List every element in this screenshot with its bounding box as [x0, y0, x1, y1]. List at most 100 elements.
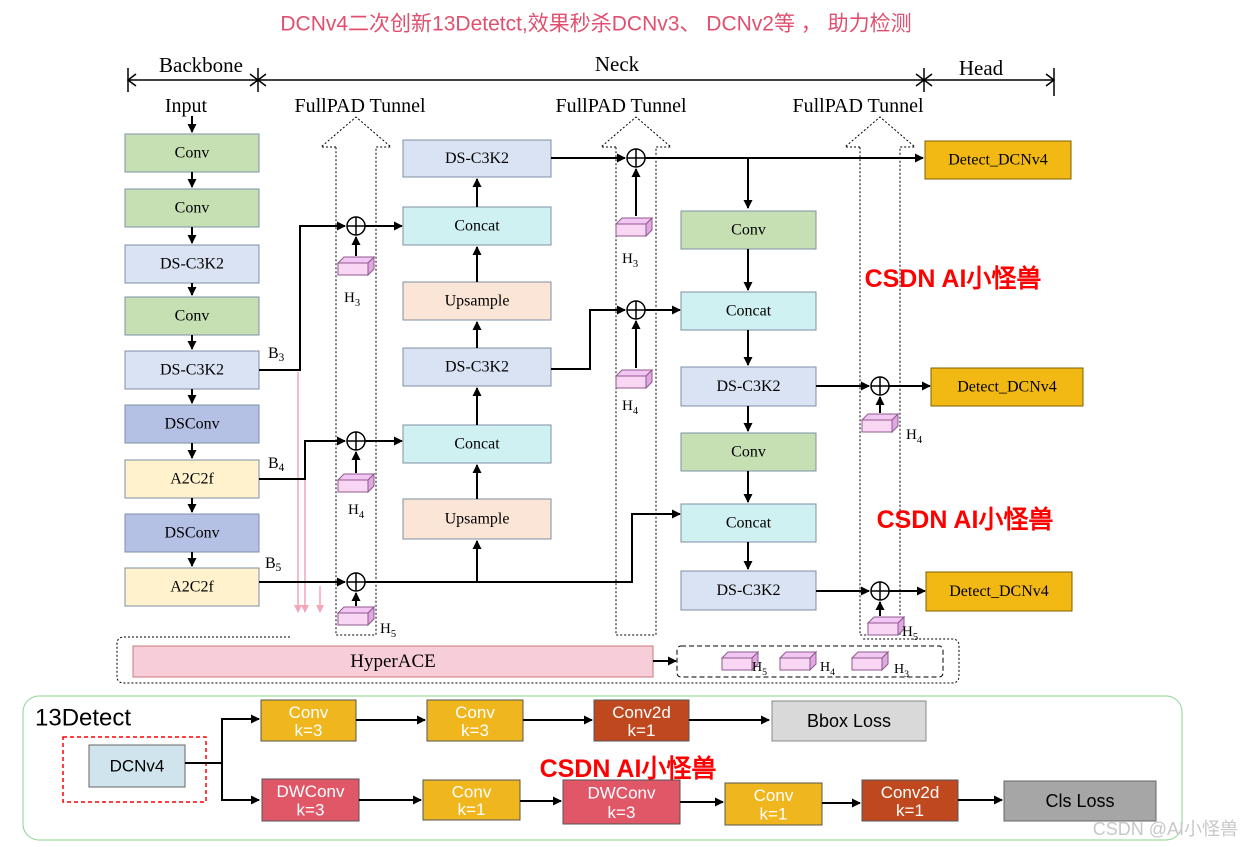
bbox-branch-block-2-param: k=3 — [461, 721, 489, 740]
backbone-conv-2-label: Conv — [175, 200, 210, 217]
backbone-a2c2f-9-rect — [124, 567, 260, 607]
detect-dcnv4-head-1-label: Detect_DCNv4 — [948, 152, 1048, 169]
h5-label-1: H5 — [380, 621, 396, 640]
h-feature-block — [860, 412, 900, 434]
detect-dcnv4-head-3-label: Detect_DCNv4 — [949, 583, 1049, 600]
h4-label-4: H4 — [820, 660, 835, 678]
backbone-a2c2f-7-label: A2C2f — [170, 471, 214, 488]
add-node — [346, 431, 366, 451]
section-neck-label: Neck — [595, 52, 640, 76]
hyperace-block-label: HyperACE — [350, 651, 435, 672]
neck-down-dsc3k2-3: DS-C3K2 — [680, 366, 817, 407]
watermark-1: CSDN AI小怪兽 — [865, 264, 1042, 293]
backbone-a2c2f-9-label: A2C2f — [170, 579, 214, 596]
neck-up-dsc3k2-4: DS-C3K2 — [402, 347, 552, 387]
detect-dcnv4-head-3: Detect_DCNv4 — [925, 571, 1073, 612]
bbox-branch-block-1-rect — [260, 699, 357, 742]
cls-branch-block-3-label: DWConv — [587, 784, 656, 803]
cls-branch-block-4-param: k=1 — [760, 805, 788, 824]
connector-arrow — [551, 305, 626, 370]
neck-up-concat-5-rect — [402, 424, 552, 464]
neck-down-concat-2: Concat — [680, 291, 817, 331]
bbox-loss-block-label: Bbox Loss — [807, 711, 891, 731]
backbone-conv-1: Conv — [124, 133, 260, 173]
detect-detail-title: 13Detect — [35, 705, 131, 732]
fullpad-tunnel — [843, 116, 917, 636]
h3-label-1: H3 — [344, 290, 360, 309]
cls-branch-block-3-param: k=3 — [608, 803, 636, 822]
add-node — [346, 216, 366, 236]
add-node — [870, 581, 890, 601]
detect-detail-panel — [22, 695, 1183, 841]
cls-branch-block-3-rect — [562, 779, 681, 825]
add-node — [870, 376, 890, 396]
input-label: Input — [165, 95, 208, 117]
backbone-conv-2: Conv — [124, 188, 260, 228]
neck-up-concat-2-label: Concat — [454, 218, 500, 235]
neck-down-concat-5-rect — [680, 503, 817, 543]
backbone-conv-4-label: Conv — [175, 308, 210, 325]
backbone-a2c2f-7-rect — [124, 459, 260, 499]
backbone-dsc3k2-3: DS-C3K2 — [124, 244, 260, 284]
section-backbone-label: Backbone — [159, 53, 243, 77]
backbone-dsconv-8-label: DSConv — [164, 525, 219, 542]
connector-arrow — [221, 763, 260, 805]
neck-up-concat-2: Concat — [402, 206, 552, 246]
b5-label: B5 — [265, 555, 282, 575]
backbone-dsconv-8-rect — [124, 513, 260, 553]
tunnel-label: FullPAD Tunnel — [793, 95, 924, 117]
watermark-2: CSDN AI小怪兽 — [877, 505, 1054, 534]
cls-branch-block-5-rect — [861, 779, 959, 822]
h-feature-block — [778, 650, 818, 672]
bbox-loss-block-rect — [771, 700, 927, 742]
fullpad-tunnel — [319, 116, 393, 636]
cls-branch-block-1-rect — [261, 778, 360, 822]
connector-arrow — [365, 509, 681, 583]
neck-up-upsample-6: Upsample — [402, 498, 552, 540]
backbone-conv-1-rect — [124, 133, 260, 173]
h-feature-block — [720, 650, 760, 672]
tunnel-label: FullPAD Tunnel — [295, 95, 426, 117]
neck-up-concat-5-label: Concat — [454, 436, 500, 453]
cls-branch-block-2-param: k=1 — [458, 800, 486, 819]
neck-down-conv-4: Conv — [680, 432, 817, 472]
h-feature-block — [850, 650, 890, 672]
h4-label-3: H4 — [906, 427, 923, 446]
backbone-a2c2f-9: A2C2f — [124, 567, 260, 607]
hyperace-panel — [116, 636, 960, 684]
h-feature-block — [614, 216, 654, 238]
backbone-a2c2f-7: A2C2f — [124, 459, 260, 499]
h-feature-block — [336, 605, 376, 627]
neck-up-upsample-3: Upsample — [402, 281, 552, 321]
cls-branch-block-5-param: k=1 — [896, 801, 924, 820]
cls-branch-block-1-label: DWConv — [276, 782, 345, 801]
add-node — [626, 300, 646, 320]
backbone-dsconv-8: DSConv — [124, 513, 260, 553]
backbone-conv-1-label: Conv — [175, 145, 210, 162]
neck-down-concat-5-label: Concat — [726, 515, 772, 532]
h3-label-4: H3 — [894, 662, 909, 680]
hyperace-block: HyperACE — [132, 645, 654, 678]
detect-dcnv4-head-1-rect — [924, 140, 1072, 180]
bbox-branch-block-1-param: k=3 — [295, 721, 323, 740]
b3-label: B3 — [268, 345, 285, 365]
neck-down-dsc3k2-3-label: DS-C3K2 — [716, 378, 780, 395]
watermark-3: CSDN AI小怪兽 — [540, 754, 717, 783]
neck-up-dsc3k2-1-label: DS-C3K2 — [445, 150, 509, 167]
neck-down-dsc3k2-6-label: DS-C3K2 — [716, 582, 780, 599]
neck-up-concat-5: Concat — [402, 424, 552, 464]
cls-branch-block-2-label: Conv — [452, 783, 492, 802]
h3-label-2: H3 — [622, 251, 638, 270]
backbone-conv-4: Conv — [124, 296, 260, 336]
neck-down-conv-1-label: Conv — [731, 222, 766, 239]
add-node — [626, 148, 646, 168]
detect-dcnv4-head-2-label: Detect_DCNv4 — [957, 379, 1057, 396]
h5-label-4: H5 — [752, 660, 767, 678]
